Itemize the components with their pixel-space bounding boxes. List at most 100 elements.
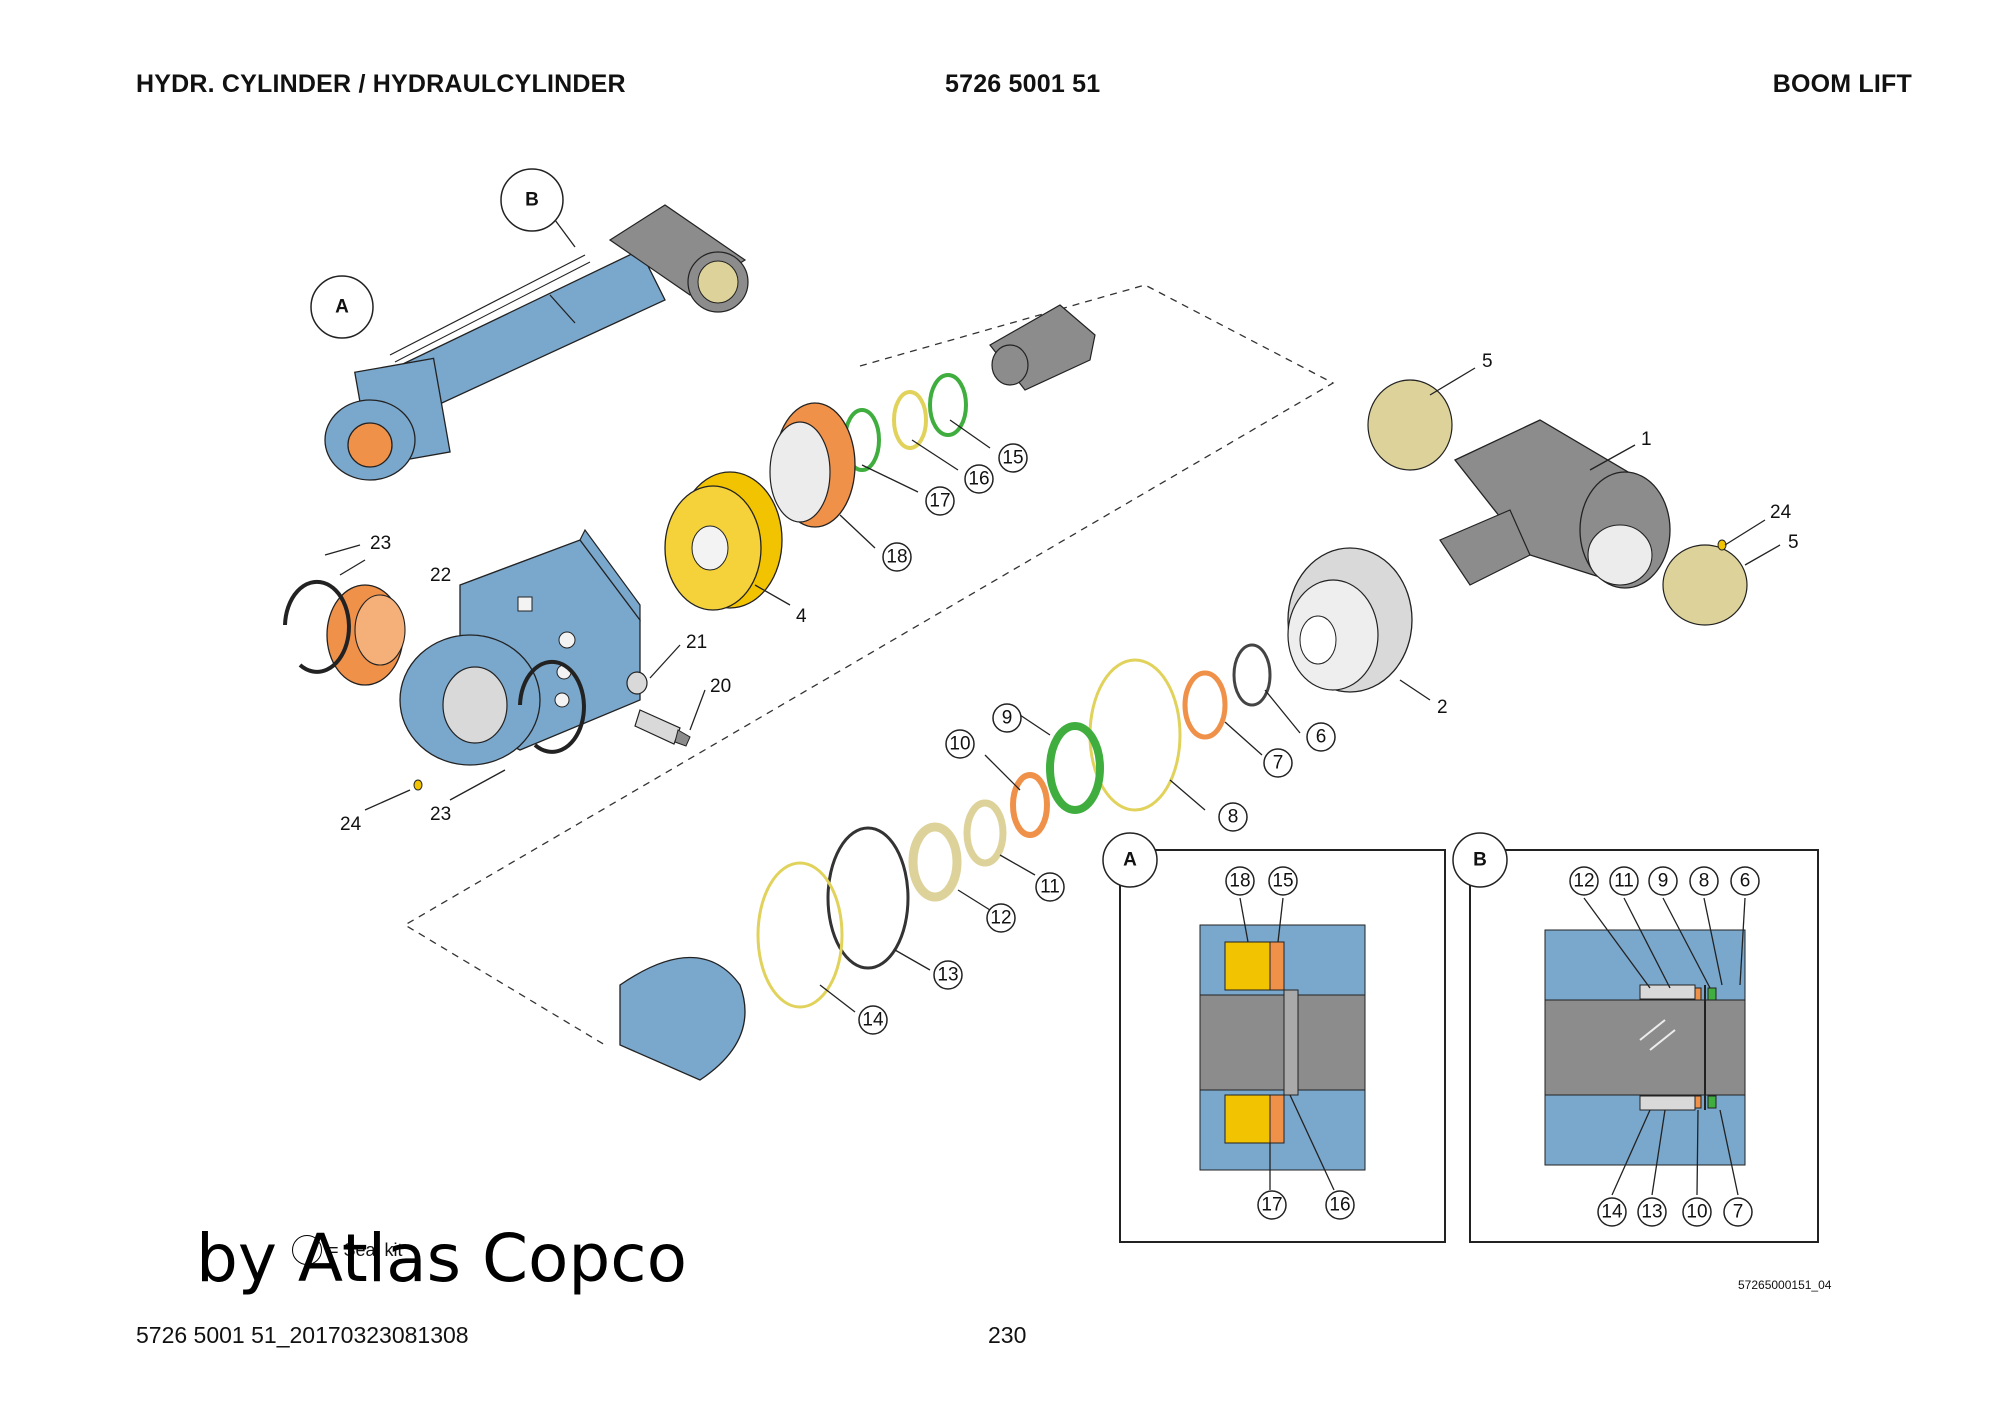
- svg-text:11: 11: [1040, 877, 1060, 898]
- svg-text:7: 7: [1733, 1202, 1744, 1223]
- label-part-24b: 24: [1770, 502, 1792, 523]
- svg-text:A: A: [335, 297, 349, 318]
- callout-part-14: 14: [858, 1005, 888, 1035]
- part-18-guide: [769, 402, 856, 528]
- seal-kit-legend: = Seal kit: [292, 1235, 403, 1265]
- part-4-piston: [664, 471, 783, 611]
- seal-11: [963, 799, 1007, 867]
- head-end-mount: [399, 528, 641, 766]
- seal-kit-label: = Seal kit: [328, 1239, 403, 1260]
- footer-page-number: 230: [988, 1322, 1027, 1348]
- part-24-grease-a: [413, 779, 423, 791]
- header-part-number: 5726 5001 51: [945, 70, 1101, 98]
- callout-part-12: 12: [986, 903, 1016, 933]
- label-part-20: 20: [710, 676, 731, 697]
- label-part-1: 1: [1641, 429, 1652, 450]
- header-category: BOOM LIFT: [1772, 70, 1912, 98]
- label-part-4: 4: [796, 606, 807, 627]
- detail-view-b: B: [1452, 832, 1819, 1243]
- svg-text:8: 8: [1228, 807, 1239, 828]
- detail-b-callout-11: 11: [1609, 866, 1639, 896]
- svg-text:15: 15: [1002, 448, 1023, 469]
- callout-part-11: 11: [1035, 872, 1065, 902]
- callout-part-8: 8: [1218, 802, 1248, 832]
- seal-16: [892, 390, 928, 450]
- svg-text:17: 17: [929, 491, 950, 512]
- detail-b-callout-8: 8: [1689, 866, 1719, 896]
- detail-b-callout-7: 7: [1723, 1197, 1753, 1227]
- detail-b-callout-13: 13: [1637, 1197, 1667, 1227]
- detail-b-callout-10: 10: [1682, 1197, 1712, 1227]
- svg-text:9: 9: [1002, 708, 1013, 729]
- part-23-ring-b: [518, 659, 586, 754]
- label-part-23b: 23: [430, 804, 451, 825]
- svg-text:6: 6: [1740, 871, 1751, 892]
- detail-a-callout-18: 18: [1225, 866, 1255, 896]
- callout-part-9: 9: [992, 703, 1022, 733]
- svg-text:A: A: [1123, 850, 1137, 871]
- svg-text:15: 15: [1272, 871, 1293, 892]
- detail-a-callout-16: 16: [1325, 1190, 1355, 1220]
- part-23-ring-a: [283, 579, 351, 674]
- callout-part-6: 6: [1306, 722, 1336, 752]
- svg-text:12: 12: [1573, 871, 1594, 892]
- leader-lines: [324, 219, 1781, 1013]
- detail-b-callout-12: 12: [1569, 866, 1599, 896]
- part-2-gland: [1287, 547, 1413, 693]
- seal-12: [908, 822, 962, 902]
- seal-13: [826, 826, 910, 970]
- callout-view-b: B: [500, 168, 564, 232]
- label-part-24a: 24: [340, 814, 362, 835]
- part-24-grease-b: [1717, 539, 1727, 551]
- svg-text:B: B: [1473, 850, 1487, 871]
- svg-text:18: 18: [886, 547, 907, 568]
- seal-7: [1182, 670, 1228, 740]
- svg-text:B: B: [525, 190, 539, 211]
- label-part-5a: 5: [1482, 351, 1493, 372]
- header-title: HYDR. CYLINDER / HYDRAULCYLINDER: [136, 70, 626, 98]
- callout-part-17: 17: [925, 486, 955, 516]
- svg-text:14: 14: [1601, 1202, 1623, 1223]
- detail-view-a: A: [1102, 832, 1446, 1243]
- label-part-2: 2: [1437, 697, 1448, 718]
- part-21-plug: [626, 671, 648, 695]
- callout-part-13: 13: [933, 960, 963, 990]
- label-part-22: 22: [430, 565, 451, 586]
- svg-text:18: 18: [1229, 871, 1250, 892]
- svg-text:12: 12: [990, 908, 1011, 929]
- detail-b-callout-9: 9: [1648, 866, 1678, 896]
- svg-text:13: 13: [1641, 1202, 1662, 1223]
- svg-text:16: 16: [1329, 1195, 1350, 1216]
- callout-view-a: A: [310, 275, 374, 339]
- callout-part-18: 18: [882, 542, 912, 572]
- svg-text:10: 10: [949, 734, 970, 755]
- detail-a-callout-15: 15: [1268, 866, 1298, 896]
- seal-10: [1010, 772, 1050, 838]
- svg-text:16: 16: [968, 469, 989, 490]
- detail-b-callout-6: 6: [1730, 866, 1760, 896]
- seal-15: [928, 373, 968, 437]
- seal-9: [1046, 722, 1104, 814]
- svg-text:13: 13: [937, 965, 958, 986]
- figure-id: 57265000151_04: [1738, 1278, 1832, 1292]
- svg-text:11: 11: [1614, 871, 1634, 892]
- part-22-bushing: [326, 584, 406, 686]
- callout-part-15: 15: [998, 443, 1028, 473]
- part-5-bushing-b: [1662, 544, 1748, 626]
- svg-text:17: 17: [1261, 1195, 1282, 1216]
- seal-kit-symbol-icon: [292, 1235, 322, 1265]
- watermark: by Atlas Copco: [196, 1220, 687, 1297]
- svg-text:10: 10: [1686, 1202, 1707, 1223]
- callout-part-16: 16: [964, 464, 994, 494]
- label-part-5b: 5: [1788, 532, 1799, 553]
- part-20-valve: [634, 709, 691, 747]
- svg-text:9: 9: [1658, 871, 1669, 892]
- svg-text:7: 7: [1273, 753, 1284, 774]
- label-part-23a: 23: [370, 533, 391, 554]
- seal-6: [1232, 643, 1272, 707]
- part-5-bushing-a: [1367, 379, 1453, 471]
- svg-text:14: 14: [862, 1010, 884, 1031]
- piston-rod: [989, 304, 1096, 391]
- seal-8: [1088, 658, 1182, 812]
